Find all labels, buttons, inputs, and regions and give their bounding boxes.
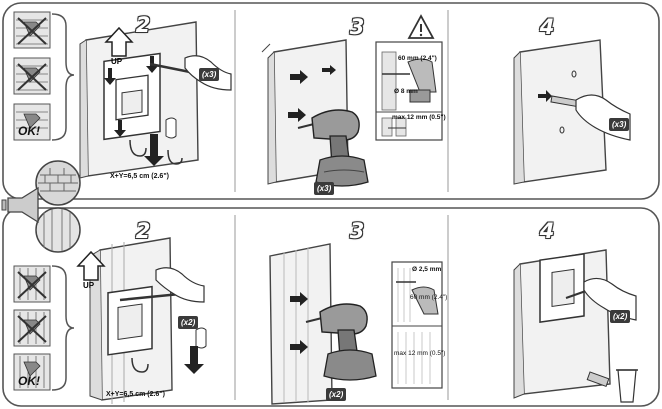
step-number-3-top: 3 bbox=[349, 15, 365, 39]
step-number-4-top: 4 bbox=[539, 15, 555, 39]
step2-bottom-scene bbox=[89, 237, 207, 404]
ok-label-top: OK! bbox=[18, 124, 40, 138]
step-number-2-bottom: 2 bbox=[135, 219, 151, 243]
step2-top-scene bbox=[79, 21, 232, 179]
up-label-bottom: UP bbox=[83, 281, 95, 290]
drill-depth-bottom: 60 mm (2.4") bbox=[410, 294, 448, 301]
trash-bin-icon bbox=[617, 369, 637, 403]
drill-depth-top: 60 mm (2.4") bbox=[398, 55, 437, 62]
quantity-badge-pencil-bottom: (x2) bbox=[178, 316, 199, 329]
step4-bottom-scene bbox=[513, 249, 638, 403]
quantity-badge-drill-top: (x3) bbox=[314, 182, 335, 195]
quantity-badge-insert-top: (x3) bbox=[609, 118, 630, 131]
drill-icon bbox=[305, 303, 377, 381]
drill-icon bbox=[297, 109, 369, 187]
arrow-up-icon bbox=[76, 250, 106, 281]
step3-bottom-scene bbox=[269, 243, 443, 405]
drill-diameter-top: Ø 8 mm bbox=[394, 88, 418, 95]
step-number-4-bottom: 4 bbox=[539, 219, 555, 243]
drill-options-top bbox=[13, 11, 75, 141]
wall-type-selector bbox=[1, 160, 81, 253]
quantity-badge-screws-top: (x3) bbox=[199, 68, 220, 81]
dimension-label-top: X+Y=6,5 cm (2.6") bbox=[110, 173, 169, 180]
step-number-2-top: 2 bbox=[135, 13, 151, 37]
step4-top-scene bbox=[513, 39, 631, 185]
max-gap-top: max 12 mm (0.5") bbox=[392, 114, 446, 121]
up-label-top: UP bbox=[111, 57, 123, 66]
hand-icon bbox=[583, 277, 637, 321]
max-gap-bottom: max 12 mm (0.5") bbox=[394, 350, 446, 357]
drill-diameter-bottom: Ø 2,5 mm bbox=[412, 266, 442, 273]
step3-top-scene bbox=[261, 14, 443, 187]
quantity-badge-screw-bottom: (x2) bbox=[610, 310, 631, 323]
ok-label-bottom: OK! bbox=[18, 374, 40, 388]
dimension-label-bottom: X+Y=6,5 cm (2.6") bbox=[106, 391, 165, 398]
arrow-up-icon bbox=[104, 26, 134, 57]
quantity-badge-drill-bottom: (x2) bbox=[326, 388, 347, 401]
step-number-3-bottom: 3 bbox=[349, 219, 365, 243]
drill-options-bottom bbox=[13, 265, 75, 391]
